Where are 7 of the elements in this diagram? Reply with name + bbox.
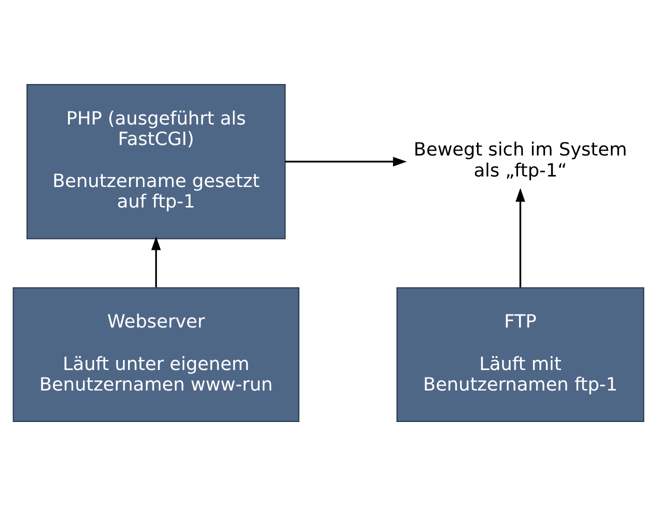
arrow (151, 236, 161, 288)
arrow (285, 156, 407, 166)
node-box: FTP Läuft mit Benutzernamen ftp-1 (396, 287, 644, 422)
arrow (516, 188, 526, 288)
node-text: Bewegt sich im System als „ftp-1“ (414, 140, 627, 182)
node-box: PHP (ausgeführt als FastCGI) Benutzername gesetzt auf ftp-1 (26, 84, 286, 240)
node-box: Webserver Läuft unter eigenem Benutzernamen www-run (12, 287, 300, 422)
